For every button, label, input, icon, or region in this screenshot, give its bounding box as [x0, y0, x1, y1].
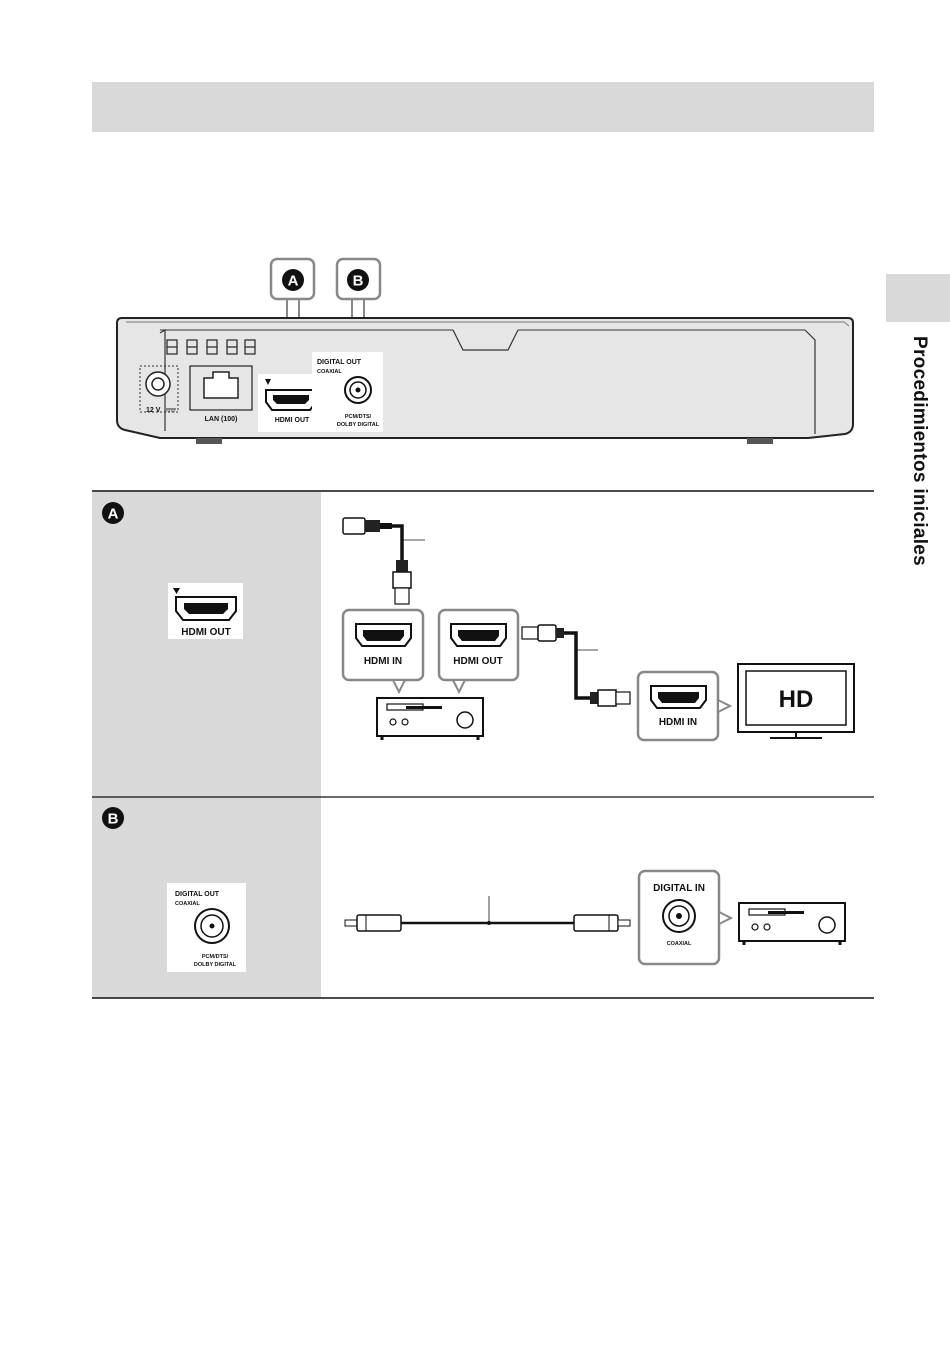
- svg-text:B: B: [108, 811, 119, 828]
- row-b-badge: B: [102, 807, 124, 829]
- hdmi-cable-icon-2: [522, 625, 630, 706]
- chapter-tab: [886, 274, 950, 322]
- connection-table: A HDMI OUT HDMI IN HDMI OUT: [0, 480, 880, 1010]
- svg-text:COAXIAL: COAXIAL: [317, 369, 342, 375]
- row-a-badge: A: [102, 502, 124, 524]
- svg-text:HDMI IN: HDMI IN: [364, 656, 402, 667]
- svg-text:COAXIAL: COAXIAL: [175, 901, 200, 907]
- row-a-hdmi-out-port: HDMI OUT: [168, 583, 243, 639]
- svg-text:HDMI OUT: HDMI OUT: [453, 656, 502, 667]
- svg-text:HDMI OUT: HDMI OUT: [275, 417, 310, 424]
- svg-text:DOLBY DIGITAL: DOLBY DIGITAL: [337, 422, 380, 428]
- hdmi-cable-icon: [343, 518, 425, 604]
- receiver-hdmi-in-port: HDMI IN: [343, 610, 423, 692]
- row-b-digital-out-port: DIGITAL OUT COAXIAL PCM/DTS/ DOLBY DIGIT…: [167, 883, 246, 972]
- av-receiver-icon: [377, 698, 483, 740]
- tv-hdmi-in-port: HDMI IN: [638, 672, 730, 740]
- receiver-hdmi-out-port: HDMI OUT: [439, 610, 518, 692]
- svg-text:B: B: [353, 273, 364, 290]
- svg-text:PCM/DTS/: PCM/DTS/: [202, 954, 229, 960]
- player-hdmi-out-port: HDMI OUT: [258, 374, 320, 432]
- coaxial-cable-icon: [345, 896, 630, 931]
- receiver-digital-in-port: DIGITAL IN COAXIAL: [639, 871, 731, 964]
- svg-text:DIGITAL OUT: DIGITAL OUT: [175, 891, 220, 898]
- player-digital-out-port: DIGITAL OUT COAXIAL PCM/DTS/ DOLBY DIGIT…: [312, 352, 383, 432]
- svg-text:PCM/DTS/: PCM/DTS/: [345, 414, 372, 420]
- svg-text:A: A: [288, 273, 299, 290]
- svg-text:HDMI OUT: HDMI OUT: [181, 627, 230, 638]
- svg-text:HD: HD: [779, 686, 814, 713]
- svg-text:LAN (100): LAN (100): [205, 416, 238, 423]
- svg-text:DOLBY DIGITAL: DOLBY DIGITAL: [194, 962, 237, 968]
- svg-text:A: A: [108, 506, 119, 523]
- player-rear-panel-diagram: A B: [0, 250, 880, 450]
- svg-text:DIGITAL OUT: DIGITAL OUT: [317, 359, 362, 366]
- svg-text:DIGITAL IN: DIGITAL IN: [653, 883, 705, 894]
- tv-icon: HD: [738, 664, 854, 738]
- chapter-tab-label: Procedimientos iniciales: [906, 336, 930, 566]
- svg-text:HDMI IN: HDMI IN: [659, 717, 697, 728]
- section-header-bar: [92, 82, 874, 132]
- svg-text:COAXIAL: COAXIAL: [667, 941, 692, 947]
- av-receiver-icon-b: [739, 903, 845, 945]
- svg-text:12 V: 12 V: [146, 407, 161, 414]
